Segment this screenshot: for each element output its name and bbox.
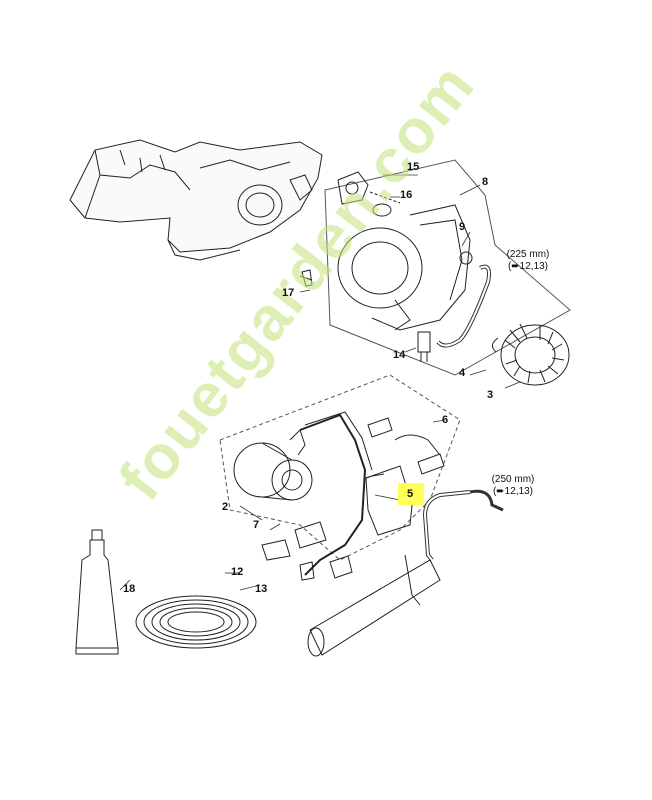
- leader-lines: [119, 174, 521, 591]
- fan-housing-drawing: [337, 204, 471, 331]
- brush-holder-drawing: [261, 521, 353, 581]
- part-label-3: 3: [487, 389, 494, 401]
- part-label-6: 6: [442, 414, 449, 426]
- upper-hose-drawing: [436, 264, 491, 348]
- body-tube-drawing: [307, 554, 441, 657]
- upper-assembly-outline: [324, 159, 571, 376]
- part-label-15: 15: [407, 161, 420, 173]
- hose-lower-note: (250 mm) (➨12,13): [478, 474, 548, 498]
- sensor-drawing: [417, 331, 431, 362]
- lower-assembly-outline: [219, 374, 461, 561]
- part-label-9: 9: [459, 221, 466, 233]
- grease-tube-drawing: [75, 529, 119, 655]
- connector-plugs-drawing: [367, 417, 445, 475]
- part-label-2: 2: [222, 501, 229, 513]
- hose-upper-ref: (➨12,13): [507, 261, 549, 272]
- hose-upper-note: (225 mm) (➨12,13): [493, 249, 563, 273]
- part-label-12: 12: [231, 566, 244, 578]
- part-label-7: 7: [253, 519, 260, 531]
- control-module-drawing: [365, 465, 413, 536]
- part-label-4: 4: [459, 367, 466, 379]
- part-label-5: 5: [407, 488, 414, 500]
- part-label-17: 17: [282, 287, 295, 299]
- lower-hose-drawing: [422, 490, 471, 562]
- motor-housing-drawing: [69, 139, 323, 261]
- cable-coil-drawing: [135, 595, 257, 649]
- wiring-drawing: [299, 413, 367, 576]
- hose-lower-ref: (➨12,13): [492, 486, 534, 497]
- part-label-8: 8: [482, 176, 489, 188]
- part-label-16: 16: [400, 189, 413, 201]
- motor-drawing: [233, 429, 313, 501]
- connector-drawing: [337, 171, 401, 217]
- clip-drawing: [492, 337, 499, 353]
- nut-drawing: [459, 251, 473, 265]
- fan-wheel-drawing: [500, 323, 570, 386]
- part-label-14: 14: [393, 349, 406, 361]
- highlight-part-5: [398, 483, 424, 505]
- screw-drawing: [299, 269, 313, 287]
- part-label-13: 13: [255, 583, 268, 595]
- hose-lower-length: (250 mm): [491, 474, 535, 485]
- hose-upper-length: (225 mm): [506, 249, 550, 260]
- part-label-18: 18: [123, 583, 136, 595]
